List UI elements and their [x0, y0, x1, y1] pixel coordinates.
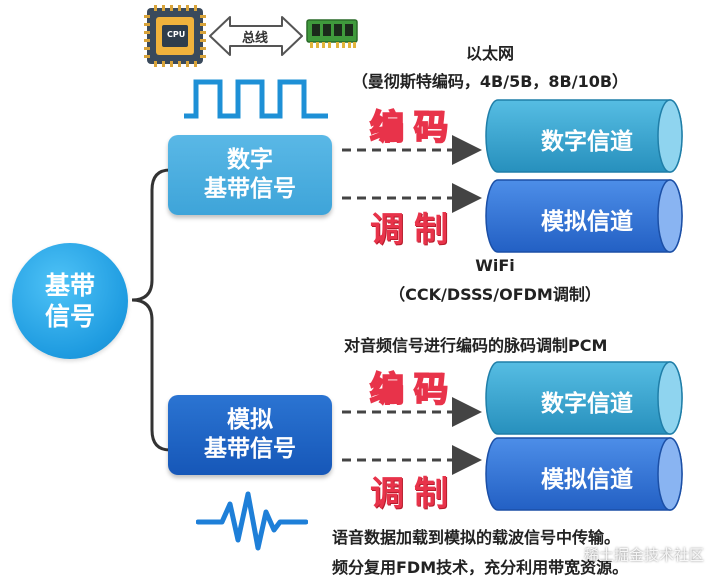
wifi-note-line2: （CCK/DSSS/OFDM调制） [389, 285, 601, 304]
carrier-note-line2: 频分复用FDM技术，充分利用带宽资源。 [332, 558, 629, 577]
modulate-label-top: 调制 [370, 210, 458, 250]
watermark: 稀土掘金技术社区 [584, 546, 705, 564]
analog-label-line1: 模拟 [227, 407, 273, 434]
bus-arrow-icon: 总线 [208, 14, 304, 58]
analog-baseband-node: 模拟 基带信号 [168, 395, 332, 475]
wifi-note-line1: WiFi [475, 256, 515, 275]
analog-label-line2: 基带信号 [204, 436, 296, 462]
ethernet-note-line1: 以太网 [465, 44, 514, 63]
square-wave-icon [182, 76, 330, 122]
root-baseband-signal: 基带 信号 [12, 243, 128, 359]
cpu-label: CPU [167, 30, 186, 39]
encode-label-top: 编码 [369, 107, 458, 149]
root-label-line2: 信号 [44, 302, 95, 331]
pcm-note: 对音频信号进行编码的脉码调制PCM [344, 336, 608, 355]
analog-channel-cylinder-bottom [485, 437, 683, 511]
analog-channel-label-top: 模拟信道 [541, 209, 633, 235]
analog-channel-cylinder-top [485, 179, 683, 253]
encode-label-bottom: 编码 [369, 369, 458, 411]
carrier-note-line1: 语音数据加载到模拟的载波信号中传输。 [332, 528, 621, 547]
cpu-icon: CPU [144, 5, 206, 67]
channel-cylinders [485, 99, 683, 511]
wifi-note: WiFi （CCK/DSSS/OFDM调制） [350, 256, 640, 305]
bus-label: 总线 [242, 31, 269, 46]
digital-label-line1: 数字 [227, 147, 273, 174]
modulate-label-bottom: 调制 [370, 474, 458, 514]
digital-baseband-node: 数字 基带信号 [168, 135, 332, 215]
root-label-line1: 基带 [44, 270, 95, 300]
digital-channel-cylinder-top [485, 99, 683, 173]
digital-label-line2: 基带信号 [204, 176, 296, 202]
analog-channel-label-bottom: 模拟信道 [541, 467, 633, 493]
memory-stick-icon [306, 18, 358, 50]
analog-wave-icon [195, 490, 309, 552]
carrier-note: 语音数据加载到模拟的载波信号中传输。 频分复用FDM技术，充分利用带宽资源。 [332, 524, 718, 578]
ethernet-note: 以太网 （曼彻斯特编码，4B/5B，8B/10B） [330, 40, 650, 92]
digital-channel-cylinder-bottom [485, 361, 683, 435]
branch-bracket [131, 168, 171, 452]
arrows-layer [342, 135, 482, 475]
ethernet-note-line2: （曼彻斯特编码，4B/5B，8B/10B） [351, 72, 629, 91]
digital-channel-label-bottom: 数字信道 [541, 391, 633, 417]
digital-channel-label-top: 数字信道 [541, 129, 633, 155]
